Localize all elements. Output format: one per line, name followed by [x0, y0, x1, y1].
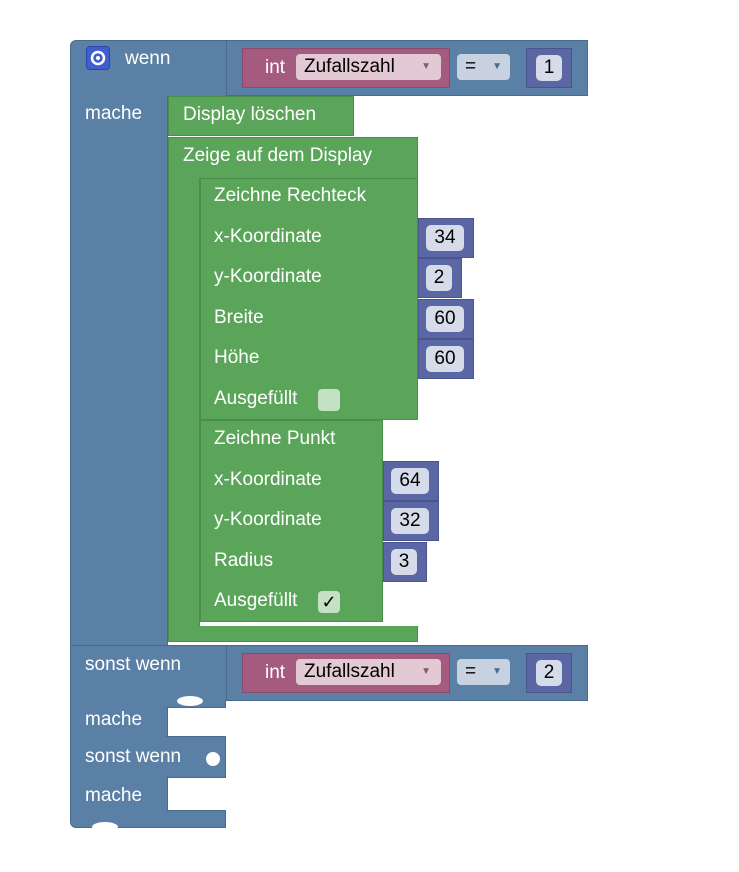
point-filled-label: Ausgefüllt: [214, 590, 298, 611]
point-x-label: x-Koordinate: [214, 469, 322, 490]
if-block-lower-spine: [70, 700, 168, 828]
point-x-value[interactable]: 64: [391, 468, 429, 494]
chevron-down-icon: ▼: [492, 666, 502, 677]
show-display-spine: [168, 178, 200, 630]
variable-name: Zufallszahl: [304, 661, 395, 682]
variable-dropdown-1[interactable]: Zufallszahl ▼: [296, 54, 441, 80]
point-y-label: y-Koordinate: [214, 509, 322, 530]
elseif-label-1: sonst wenn: [85, 654, 182, 675]
connector-notch: [206, 752, 220, 766]
draw-rect-block[interactable]: [200, 178, 418, 420]
rect-height-value[interactable]: 60: [426, 346, 464, 372]
do-label-3: mache: [85, 785, 143, 806]
point-radius-label: Radius: [214, 550, 274, 571]
clear-display-block[interactable]: [168, 96, 354, 136]
number-block-2[interactable]: [526, 653, 572, 693]
operator-value: =: [465, 56, 477, 77]
connector-notch: [92, 822, 118, 832]
draw-point-block[interactable]: [200, 420, 383, 622]
do-label-2: mache: [85, 709, 143, 730]
chevron-down-icon: ▼: [421, 666, 431, 677]
variable-name: Zufallszahl: [304, 56, 395, 77]
show-display-footer: [168, 626, 418, 642]
rect-width-value[interactable]: 60: [426, 306, 464, 332]
int-label-1: int: [265, 57, 286, 78]
show-display-label: Zeige auf dem Display: [183, 145, 373, 166]
number-value-2[interactable]: 2: [536, 660, 562, 686]
int-label-2: int: [265, 662, 286, 683]
draw-point-title: Zeichne Punkt: [214, 428, 336, 449]
elseif-row-1: [70, 645, 228, 701]
point-filled-checkbox[interactable]: ✓: [318, 591, 340, 613]
chevron-down-icon: ▼: [421, 61, 431, 72]
point-radius-value[interactable]: 3: [391, 549, 417, 575]
draw-rect-title: Zeichne Rechteck: [214, 185, 367, 206]
rect-x-value[interactable]: 34: [426, 225, 464, 251]
do-label-1: mache: [85, 103, 143, 124]
chevron-down-icon: ▼: [492, 61, 502, 72]
gear-icon[interactable]: [86, 46, 110, 70]
number-value-1[interactable]: 1: [536, 55, 562, 81]
show-display-block[interactable]: [168, 137, 418, 179]
rect-height-label: Höhe: [214, 347, 260, 368]
do-slot-3-cap: [166, 810, 226, 828]
rect-filled-checkbox[interactable]: [318, 389, 340, 411]
clear-display-label: Display löschen: [183, 104, 317, 125]
point-y-value[interactable]: 32: [391, 508, 429, 534]
if-block-spine: [70, 96, 168, 648]
rect-y-label: y-Koordinate: [214, 266, 322, 287]
rect-filled-label: Ausgefüllt: [214, 388, 298, 409]
if-label: wenn: [125, 48, 171, 69]
rect-y-value[interactable]: 2: [426, 265, 452, 291]
operator-value: =: [465, 661, 477, 682]
operator-dropdown-2[interactable]: = ▼: [457, 659, 510, 685]
rect-width-label: Breite: [214, 307, 264, 328]
connector-notch: [177, 800, 203, 810]
elseif-label-2: sonst wenn: [85, 746, 182, 767]
connector-notch: [177, 696, 203, 706]
rect-x-label: x-Koordinate: [214, 226, 322, 247]
variable-dropdown-2[interactable]: Zufallszahl ▼: [296, 659, 441, 685]
operator-dropdown-1[interactable]: = ▼: [457, 54, 510, 80]
